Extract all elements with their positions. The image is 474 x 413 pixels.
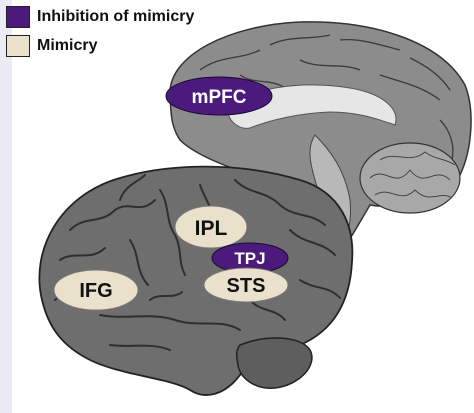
region-mpfc: mPFC [165, 76, 273, 116]
mpfc-shape [165, 76, 273, 116]
background-strip [0, 0, 12, 413]
tpj-label: TPJ [234, 249, 265, 268]
ifg-shape [53, 269, 139, 311]
legend-item-mimicry: Mimicry [6, 31, 194, 60]
legend-item-inhibition: Inhibition of mimicry [6, 2, 194, 31]
sts-shape [203, 267, 289, 303]
mpfc-label: mPFC [192, 87, 247, 108]
ifg-label: IFG [79, 280, 112, 302]
cerebellum-lateral [235, 337, 313, 389]
lateral-brain-view [38, 165, 354, 396]
region-ifg: IFG [53, 269, 139, 311]
ipl-label: IPL [195, 217, 228, 240]
region-sts: STS [203, 267, 289, 303]
legend-swatch-inhibition [6, 5, 30, 28]
legend: Inhibition of mimicry Mimicry [6, 2, 194, 60]
legend-label-mimicry: Mimicry [37, 36, 98, 54]
sts-label: STS [227, 275, 266, 297]
legend-label-inhibition: Inhibition of mimicry [37, 7, 195, 25]
legend-swatch-mimicry [6, 34, 30, 57]
region-tpj: TPJ [211, 242, 289, 274]
medial-brain-view [169, 21, 472, 249]
cerebellum [359, 142, 461, 214]
ipl-shape [174, 205, 248, 249]
lateral-sulci [54, 174, 341, 351]
region-ipl: IPL [174, 205, 248, 249]
